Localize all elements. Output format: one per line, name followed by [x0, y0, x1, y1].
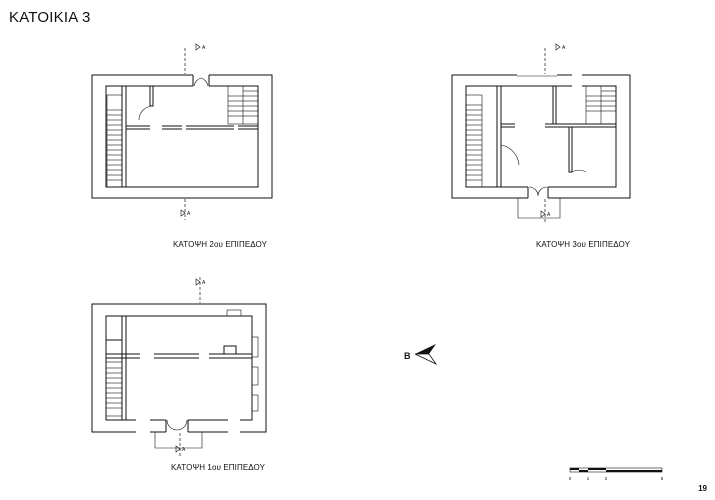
svg-text:A: A: [187, 211, 191, 217]
north-arrow-icon: B: [404, 344, 438, 366]
svg-text:A: A: [202, 280, 206, 286]
svg-text:B: B: [404, 351, 411, 361]
stair-treads-right-3: [585, 85, 617, 125]
svg-text:A: A: [562, 45, 566, 51]
svg-text:A: A: [547, 212, 551, 218]
stair-treads-left-3: [466, 104, 482, 181]
svg-text:0: 0: [569, 476, 572, 481]
svg-text:2: 2: [605, 476, 608, 481]
plan-caption-floor-2: ΚΑΤΟΨΗ 2ου ΕΠΙΠΕΔΟΥ: [173, 240, 268, 249]
svg-text:A: A: [182, 447, 186, 453]
floor-plan-2: [91, 48, 273, 220]
scale-bar: 0 1 2 5: [569, 467, 664, 481]
floor-plan-1: [91, 277, 267, 458]
section-marker: A A A A A A: [175, 43, 566, 453]
svg-text:5: 5: [661, 476, 664, 481]
floor-plan-3: [451, 48, 631, 222]
stair-treads-left: [107, 109, 122, 181]
svg-text:A: A: [202, 45, 206, 51]
svg-text:1: 1: [587, 476, 590, 481]
plan-caption-floor-1: ΚΑΤΟΨΗ 1ου ΕΠΙΠΕΔΟΥ: [171, 463, 266, 472]
page-number: 19: [698, 484, 707, 493]
stair-treads-right: [227, 85, 259, 125]
plan-caption-floor-3: ΚΑΤΟΨΗ 3ου ΕΠΙΠΕΔΟΥ: [536, 240, 631, 249]
sheet-title: ΚΑΤΟΙΚΙΑ 3: [9, 9, 91, 26]
stair-treads-1: [105, 361, 123, 417]
